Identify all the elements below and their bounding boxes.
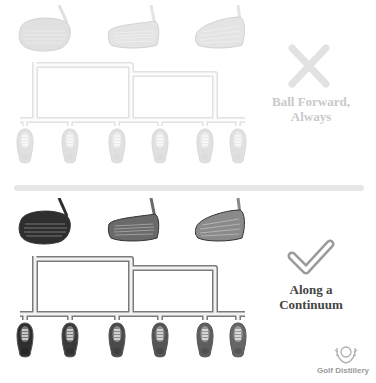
caption-wrong: Ball Forward, Always: [266, 95, 356, 125]
divider: [14, 185, 364, 191]
logo-text: Golf Distillery: [313, 366, 373, 375]
continuum-setup: [17, 198, 246, 357]
caption-right: Along a Continuum: [266, 283, 356, 313]
cross-mark: [292, 48, 326, 84]
faded-setup: [17, 5, 246, 163]
check-mark: [292, 244, 330, 270]
logo-emblem: [335, 347, 357, 363]
